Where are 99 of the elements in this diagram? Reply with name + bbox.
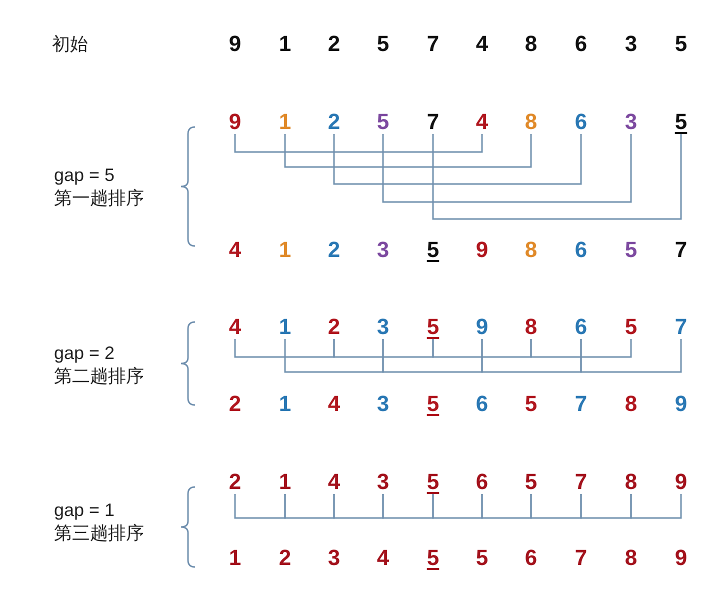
bracket-connector bbox=[284, 494, 335, 519]
gap-label: gap = 5 bbox=[54, 164, 115, 186]
array-value: 3 bbox=[376, 238, 390, 262]
bracket-connector bbox=[284, 134, 532, 168]
array-value: 5 bbox=[376, 110, 390, 134]
array-value: 1 bbox=[278, 32, 292, 56]
array-value: 2 bbox=[228, 470, 242, 494]
bracket-connector bbox=[580, 494, 632, 519]
array-value: 9 bbox=[674, 470, 688, 494]
array-value: 5 bbox=[476, 546, 488, 570]
array-value: 5 bbox=[426, 470, 440, 494]
array-value: 6 bbox=[574, 32, 588, 56]
array-value: 1 bbox=[278, 315, 292, 339]
array-value: 3 bbox=[624, 110, 638, 134]
pass-label: 第三趟排序 bbox=[54, 522, 144, 544]
array-value: 8 bbox=[524, 32, 538, 56]
array-value: 3 bbox=[376, 392, 390, 416]
array-value: 5 bbox=[624, 238, 638, 262]
array-value: 5 bbox=[426, 546, 440, 570]
array-value: 5 bbox=[624, 315, 638, 339]
bracket-connector bbox=[333, 494, 384, 519]
array-value: 3 bbox=[624, 32, 638, 56]
array-value: 1 bbox=[278, 110, 292, 134]
array-value: 8 bbox=[624, 470, 638, 494]
array-value: 5 bbox=[674, 32, 688, 56]
bracket-connector bbox=[234, 134, 483, 153]
array-value: 8 bbox=[624, 392, 638, 416]
array-value: 2 bbox=[228, 392, 242, 416]
array-value: 7 bbox=[574, 546, 588, 570]
array-value: 5 bbox=[426, 238, 440, 262]
array-value: 2 bbox=[328, 238, 340, 262]
array-value: 6 bbox=[476, 392, 488, 416]
array-value: 1 bbox=[278, 470, 292, 494]
bracket-connector bbox=[234, 494, 286, 519]
array-value: 7 bbox=[426, 32, 440, 56]
bracket-connector bbox=[333, 134, 582, 185]
array-value: 7 bbox=[574, 392, 588, 416]
array-value: 7 bbox=[674, 238, 688, 262]
bracket-connector bbox=[382, 339, 483, 373]
array-value: 9 bbox=[476, 238, 488, 262]
array-value: 6 bbox=[574, 238, 588, 262]
bracket-connector bbox=[284, 339, 384, 373]
row-label: 初始 bbox=[52, 33, 88, 55]
array-value: 1 bbox=[278, 392, 292, 416]
array-value: 5 bbox=[524, 470, 538, 494]
bracket-connector bbox=[382, 494, 434, 519]
array-value: 2 bbox=[278, 546, 292, 570]
gap-label: gap = 1 bbox=[54, 499, 115, 521]
array-value: 8 bbox=[524, 110, 538, 134]
bracket-connector bbox=[432, 494, 483, 519]
array-value: 3 bbox=[376, 470, 390, 494]
bracket-connector bbox=[481, 494, 532, 519]
pass-label: 第一趟排序 bbox=[54, 187, 144, 209]
array-value: 6 bbox=[574, 110, 588, 134]
array-value: 6 bbox=[574, 315, 588, 339]
array-value: 2 bbox=[328, 110, 340, 134]
bracket-connector bbox=[530, 339, 632, 358]
array-value: 8 bbox=[524, 315, 538, 339]
array-value: 8 bbox=[524, 238, 538, 262]
gap-label: gap = 2 bbox=[54, 342, 115, 364]
array-value: 1 bbox=[278, 238, 292, 262]
array-value: 5 bbox=[524, 392, 538, 416]
array-value: 1 bbox=[228, 546, 242, 570]
array-value: 7 bbox=[674, 315, 688, 339]
bracket-connector bbox=[530, 494, 582, 519]
array-value: 9 bbox=[228, 110, 242, 134]
array-value: 9 bbox=[674, 392, 688, 416]
array-value: 7 bbox=[426, 110, 440, 134]
bracket-connector bbox=[580, 339, 682, 373]
bracket-connector bbox=[630, 494, 682, 519]
array-value: 4 bbox=[476, 32, 488, 56]
array-value: 4 bbox=[228, 238, 242, 262]
array-value: 4 bbox=[328, 392, 340, 416]
bracket-connector bbox=[333, 339, 434, 358]
array-value: 5 bbox=[376, 32, 390, 56]
pass-label: 第二趟排序 bbox=[54, 365, 144, 387]
bracket-connector bbox=[432, 134, 682, 220]
array-value: 8 bbox=[624, 546, 638, 570]
bracket-connector bbox=[234, 339, 335, 358]
array-value: 9 bbox=[476, 315, 488, 339]
array-value: 9 bbox=[674, 546, 688, 570]
array-value: 5 bbox=[426, 315, 440, 339]
array-value: 5 bbox=[426, 392, 440, 416]
array-value: 4 bbox=[228, 315, 242, 339]
array-value: 6 bbox=[476, 470, 488, 494]
array-value: 6 bbox=[524, 546, 538, 570]
array-value: 4 bbox=[376, 546, 390, 570]
array-value: 4 bbox=[328, 470, 340, 494]
array-value: 3 bbox=[328, 546, 340, 570]
array-value: 3 bbox=[376, 315, 390, 339]
array-value: 4 bbox=[476, 110, 488, 134]
bracket-connector bbox=[481, 339, 582, 373]
array-value: 2 bbox=[328, 32, 340, 56]
array-value: 2 bbox=[328, 315, 340, 339]
bracket-connector bbox=[382, 134, 632, 203]
bracket-connector bbox=[432, 339, 532, 358]
array-value: 7 bbox=[574, 470, 588, 494]
array-value: 9 bbox=[228, 32, 242, 56]
array-value: 5 bbox=[674, 110, 688, 134]
